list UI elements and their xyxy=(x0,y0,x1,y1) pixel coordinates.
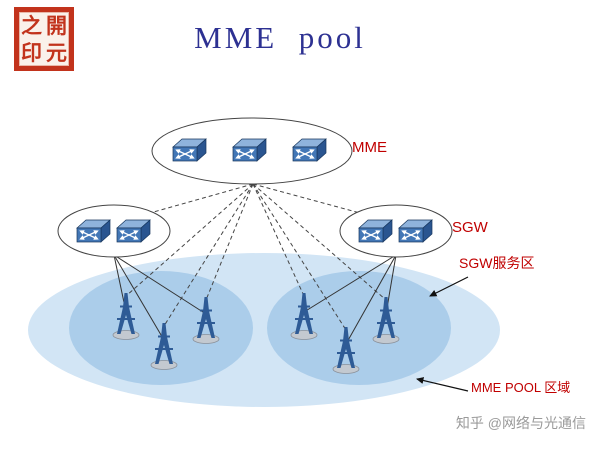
dashed-link-line xyxy=(125,183,254,297)
page-title: MME pool xyxy=(194,20,366,55)
seal-char: 開 xyxy=(46,13,67,38)
sgw-service-area-right xyxy=(267,271,451,385)
router-icon xyxy=(173,139,206,161)
mme-label: MME xyxy=(352,139,387,156)
dashed-link-line xyxy=(252,183,387,301)
solid-link-line xyxy=(113,254,165,341)
sgw-service-area-label: SGW服务区 xyxy=(459,255,535,271)
router-icon xyxy=(117,220,150,242)
dashed-link-line xyxy=(149,183,254,214)
router-icon xyxy=(359,220,392,242)
router-icon xyxy=(293,139,326,161)
seal-char: 元 xyxy=(46,40,67,65)
sgw-label: SGW xyxy=(452,219,488,236)
sgw-area-arrow xyxy=(429,276,469,297)
sgw-left-ellipse xyxy=(57,204,171,258)
sgw-solid-links xyxy=(113,254,397,345)
sgw-right-ellipse xyxy=(339,204,453,258)
solid-link-line xyxy=(345,254,397,345)
watermark: 知乎 @网络与光通信 xyxy=(455,415,586,431)
router-icon xyxy=(77,220,110,242)
router-icon xyxy=(233,139,266,161)
seal-char: 之 xyxy=(21,13,42,38)
seal-stamp: 之 開 印 元 xyxy=(14,7,74,71)
mme-pool-arrow xyxy=(416,377,469,392)
router-icon xyxy=(399,220,432,242)
solid-link-line xyxy=(303,254,397,313)
dashed-link-line xyxy=(252,183,361,214)
dashed-link-line xyxy=(252,183,347,331)
seal-char: 印 xyxy=(21,40,42,65)
mme-dashed-links xyxy=(125,183,387,331)
mme-pool-area-label: MME POOL 区域 xyxy=(471,380,571,395)
solid-link-line xyxy=(113,254,207,315)
